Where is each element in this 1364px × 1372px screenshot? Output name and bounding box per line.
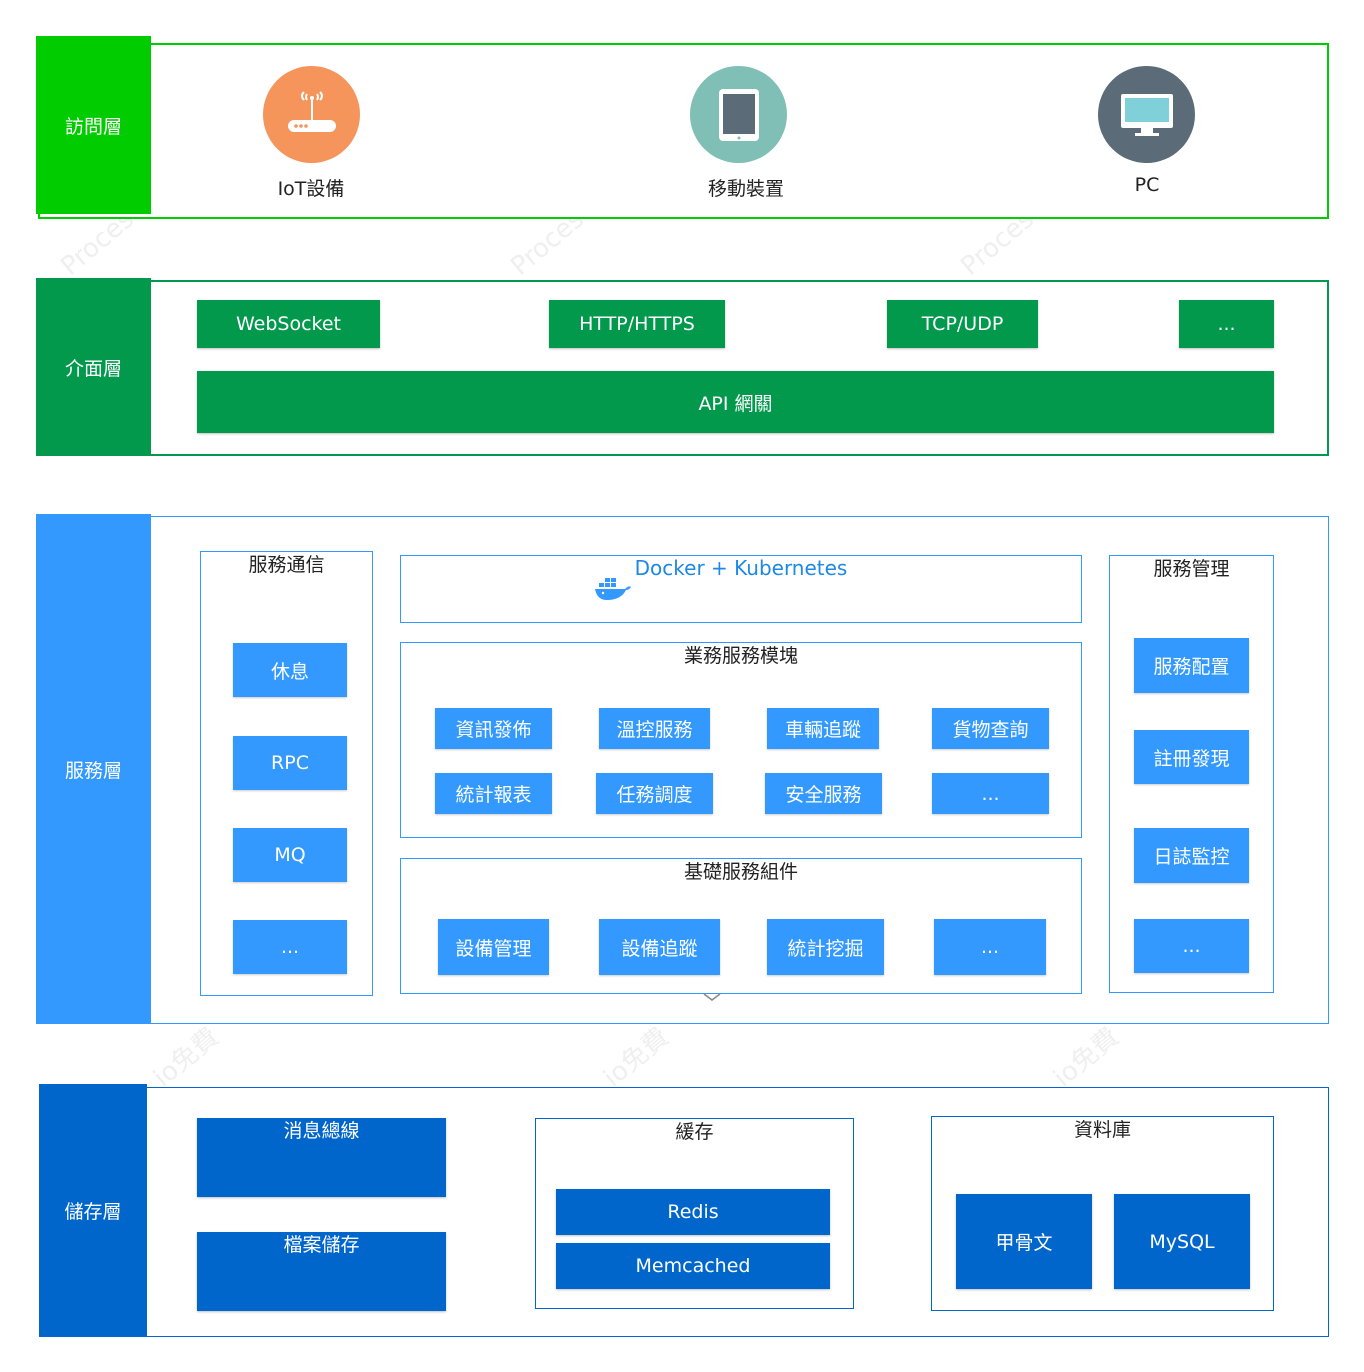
mgmt-item-more: ... <box>1134 919 1249 973</box>
biz-item-vehicle-tracking: 車輛追蹤 <box>767 708 879 749</box>
base-item-stats-mining: 統計挖掘 <box>767 919 884 975</box>
comm-item-rpc: RPC <box>233 736 347 790</box>
monitor-icon <box>1120 93 1173 136</box>
comm-item-rest: 休息 <box>233 643 347 697</box>
protocol-websocket: WebSocket <box>197 300 380 348</box>
container-platform-box: Docker + Kubernetes <box>400 555 1082 623</box>
cache-item-redis: Redis <box>556 1189 830 1235</box>
router-icon <box>287 90 336 132</box>
db-item-mysql: MySQL <box>1114 1194 1250 1289</box>
tablet-icon <box>718 88 759 141</box>
mgmt-item-config: 服務配置 <box>1134 638 1249 693</box>
mgmt-item-log-monitor: 日誌監控 <box>1134 828 1249 883</box>
mgmt-item-discovery: 註冊發現 <box>1134 730 1249 784</box>
file-storage-title: 檔案儲存 <box>283 1234 360 1256</box>
biz-item-task-scheduling: 任務調度 <box>596 773 713 814</box>
cache-title: 緩存 <box>675 1121 714 1143</box>
service-mgmt-title: 服務管理 <box>1153 558 1230 580</box>
cache-item-memcached: Memcached <box>556 1243 830 1289</box>
biz-item-info-publish: 資訊發佈 <box>435 708 552 749</box>
mobile-device-label: 移動裝置 <box>707 178 784 200</box>
comm-item-more: ... <box>233 920 347 974</box>
biz-item-cargo-query: 貨物查詢 <box>932 708 1049 749</box>
connector-arrow-icon <box>703 993 721 1001</box>
access-layer-label: 訪問層 <box>36 36 151 214</box>
message-bus-title: 消息總線 <box>283 1120 360 1142</box>
business-module-title: 業務服務模塊 <box>683 645 798 667</box>
interface-layer-label: 介面層 <box>36 278 151 456</box>
base-item-device-tracking: 設備追蹤 <box>599 919 720 975</box>
protocol-tcp: TCP/UDP <box>887 300 1038 348</box>
biz-item-stats-report: 統計報表 <box>435 773 552 814</box>
base-components-title: 基礎服務組件 <box>683 861 798 883</box>
message-bus: 消息總線 <box>197 1118 446 1197</box>
file-storage: 檔案儲存 <box>197 1232 446 1311</box>
storage-layer-label: 儲存層 <box>39 1084 147 1337</box>
container-platform-title: Docker + Kubernetes <box>634 556 848 580</box>
base-item-more: ... <box>934 919 1046 975</box>
db-item-oracle: 甲骨文 <box>956 1194 1092 1289</box>
iot-device-circle <box>263 66 360 163</box>
database-title: 資料庫 <box>1073 1119 1131 1141</box>
iot-device-label: IoT設備 <box>277 178 345 200</box>
protocol-http: HTTP/HTTPS <box>549 300 725 348</box>
biz-item-more: ... <box>932 773 1049 814</box>
comm-item-mq: MQ <box>233 828 347 882</box>
mobile-device-circle <box>690 66 787 163</box>
biz-item-temp-control: 溫控服務 <box>599 708 710 749</box>
docker-whale-icon <box>595 578 631 600</box>
biz-item-security-service: 安全服務 <box>765 773 882 814</box>
pc-device-label: PC <box>1134 174 1160 196</box>
pc-device-circle <box>1098 66 1195 163</box>
api-gateway: API 網關 <box>197 371 1274 433</box>
protocol-more: ... <box>1179 300 1274 348</box>
service-comm-title: 服務通信 <box>248 554 325 576</box>
base-item-device-mgmt: 設備管理 <box>438 919 549 975</box>
service-layer-label: 服務層 <box>36 514 151 1024</box>
